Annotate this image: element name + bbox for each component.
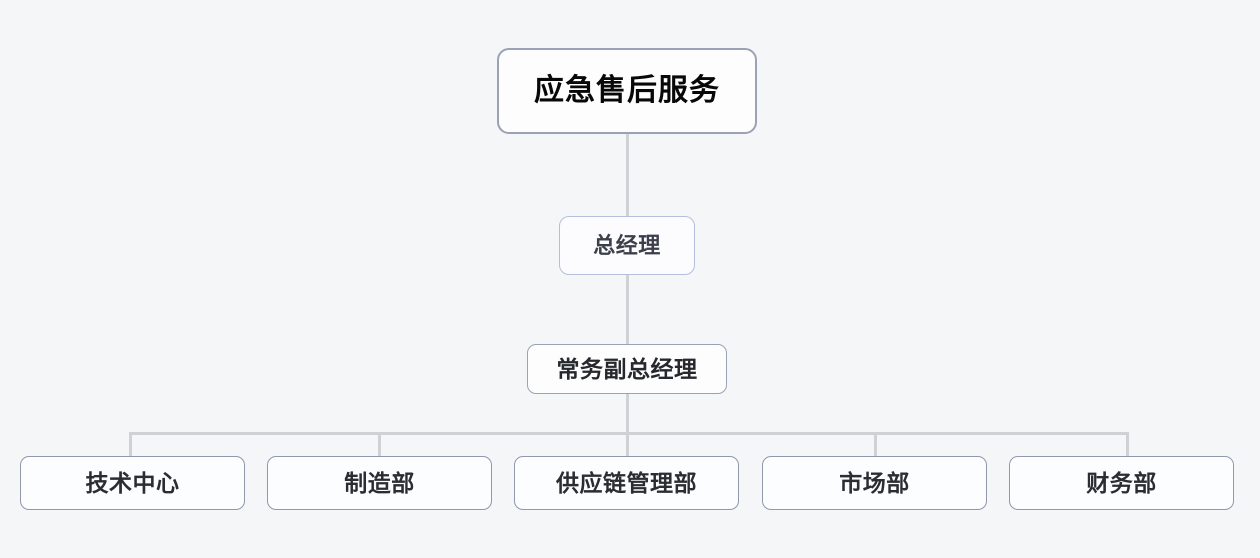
connector-root-to-gm (626, 134, 629, 216)
org-node-manufacturing[interactable]: 制造部 (267, 456, 492, 510)
connector-department-bus (129, 432, 1129, 435)
org-node-root-label: 应急售后服务 (534, 74, 720, 107)
org-node-deputy-general-manager-label: 常务副总经理 (556, 355, 698, 382)
connector-gm-to-dgm (626, 275, 629, 344)
org-node-general-manager[interactable]: 总经理 (559, 216, 695, 275)
org-node-supply-chain[interactable]: 供应链管理部 (514, 456, 739, 510)
connector-drop-supply-chain (626, 432, 629, 456)
org-node-manufacturing-label: 制造部 (344, 469, 415, 496)
connector-drop-tech-center (129, 432, 132, 456)
connector-drop-finance (1126, 432, 1129, 456)
org-node-tech-center-label: 技术中心 (85, 469, 180, 496)
org-node-root[interactable]: 应急售后服务 (497, 48, 757, 134)
org-node-finance[interactable]: 财务部 (1009, 456, 1234, 510)
connector-drop-manufacturing (378, 432, 381, 456)
org-node-finance-label: 财务部 (1086, 469, 1157, 496)
org-node-supply-chain-label: 供应链管理部 (556, 469, 697, 496)
org-node-tech-center[interactable]: 技术中心 (20, 456, 245, 510)
org-node-marketing-label: 市场部 (839, 469, 910, 496)
connector-drop-marketing (874, 432, 877, 456)
org-node-deputy-general-manager[interactable]: 常务副总经理 (527, 344, 727, 394)
org-node-marketing[interactable]: 市场部 (762, 456, 987, 510)
org-node-general-manager-label: 总经理 (593, 232, 661, 258)
connector-dgm-to-bus (626, 394, 629, 456)
